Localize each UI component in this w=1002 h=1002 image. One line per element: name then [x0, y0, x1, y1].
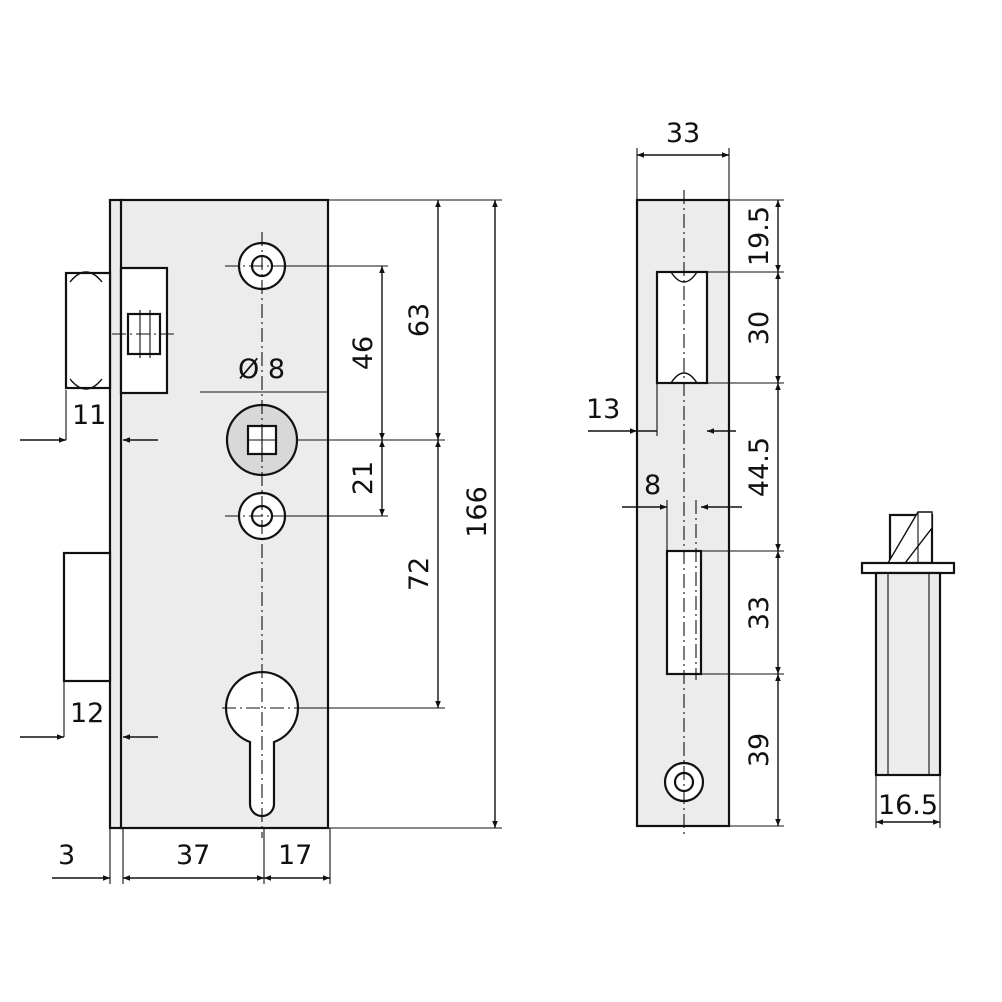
- dim-63: 63: [404, 303, 435, 337]
- dim-19-5: 19.5: [744, 206, 775, 266]
- dim-21: 21: [348, 461, 379, 495]
- strike-dimension-lines: [588, 152, 781, 826]
- dim-8: 8: [644, 470, 661, 501]
- spindle-follower: [225, 403, 299, 477]
- bolt-body: [874, 571, 942, 777]
- front-dimension-labels: 11 12 3 37 17 Ø 8 46 63 21 72 166: [58, 303, 493, 871]
- strike-plate-view: [635, 190, 731, 836]
- latch-opening: [655, 270, 709, 385]
- dim-diameter-8: Ø 8: [238, 354, 285, 385]
- strike-dimension-labels: 33 13 8 19.5 30 44.5 33 39: [586, 118, 775, 767]
- dim-39: 39: [744, 733, 775, 767]
- dim-44-5: 44.5: [744, 437, 775, 497]
- dim-33-width: 33: [666, 118, 700, 149]
- lock-body-front-view: [62, 198, 330, 838]
- front-dimension-lines: [20, 200, 498, 881]
- dim-3: 3: [58, 840, 75, 871]
- dim-46: 46: [348, 336, 379, 370]
- strike-extension-lines: [636, 148, 784, 827]
- dim-11: 11: [72, 400, 106, 431]
- dim-33-height: 33: [744, 596, 775, 630]
- dim-13: 13: [586, 394, 620, 425]
- dim-30: 30: [744, 311, 775, 345]
- dim-37: 37: [176, 840, 210, 871]
- bolt-side-view: 16.5: [860, 511, 956, 828]
- front-extension-lines: [63, 199, 502, 884]
- dim-16-5: 16.5: [878, 790, 938, 821]
- dim-72: 72: [404, 557, 435, 591]
- dim-12: 12: [70, 698, 104, 729]
- latch-bolt: [64, 266, 178, 395]
- bolt-flange: [860, 561, 956, 575]
- dim-166: 166: [462, 486, 493, 538]
- dim-17: 17: [278, 840, 312, 871]
- dead-bolt: [62, 551, 112, 683]
